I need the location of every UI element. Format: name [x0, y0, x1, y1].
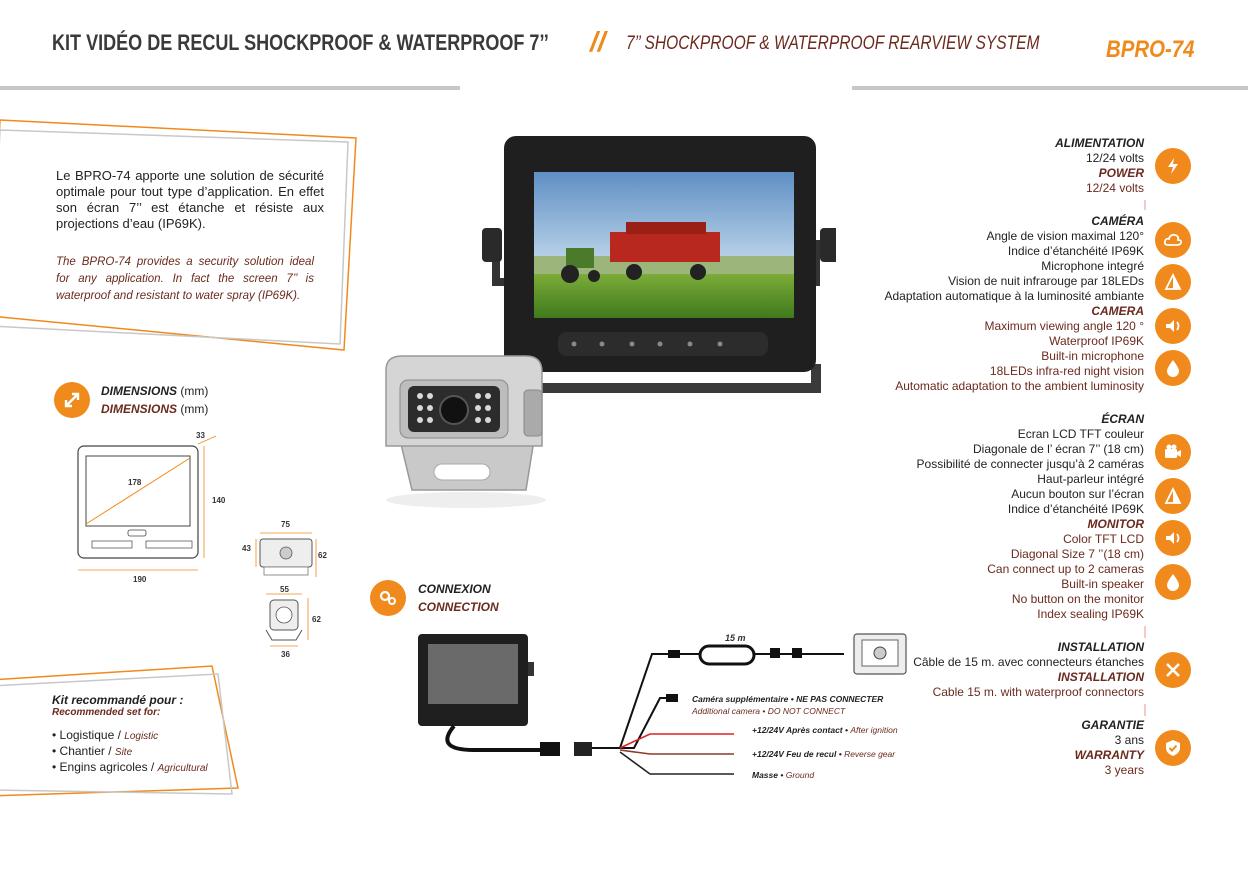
- spec-divider: [1144, 704, 1146, 716]
- dim-camera-side-depth: 36: [281, 650, 290, 659]
- drop-icon: [1155, 564, 1191, 600]
- page-title-en: 7’’ SHOCKPROOF & WATERPROOF REARVIEW SYS…: [626, 33, 1040, 54]
- spec-power-heading-en: POWER: [1098, 166, 1144, 180]
- header-rule-right: [852, 86, 1248, 90]
- dim-camera-side-height: 62: [312, 615, 321, 624]
- tools-icon: [1155, 652, 1191, 688]
- lightning-icon: [1155, 148, 1191, 184]
- monitor-product-image: [482, 136, 836, 393]
- monitor-dimension-drawing: [77, 435, 217, 571]
- spec-camera-heading-en: CAMERA: [1091, 304, 1144, 318]
- intro-text-en: The BPRO-74 provides a security solution…: [56, 256, 314, 302]
- connection-diagram: [418, 633, 907, 775]
- dim-monitor-height: 140: [212, 496, 226, 505]
- spec-monitor: ÉCRAN Ecran LCD TFT couleur Diagonale de…: [916, 412, 1144, 621]
- dim-monitor-diagonal: 178: [128, 478, 142, 487]
- intro-frame: [0, 119, 357, 351]
- dim-monitor-depth: 33: [196, 431, 205, 440]
- spec-monitor-heading-fr: ÉCRAN: [1101, 412, 1144, 426]
- intro-text-fr: Le BPRO-74 apporte une solution de sécur…: [56, 168, 324, 231]
- wire-reverse-gear: +12/24V Feu de recul • Reverse gear: [752, 749, 896, 759]
- kit-title-fr: Kit recommandé pour :: [52, 693, 184, 707]
- spec-warranty: GARANTIE 3 ans WARRANTY 3 years: [1074, 718, 1144, 777]
- dimensions-title-en: DIMENSIONS: [101, 402, 178, 416]
- spec-camera-heading-fr: CAMÉRA: [1091, 214, 1144, 228]
- dimensions-unit-en: (mm): [180, 402, 209, 416]
- dimensions-title-fr: DIMENSIONS: [101, 384, 178, 398]
- dim-camera-side-width: 55: [280, 585, 289, 594]
- brightness-icon: [1155, 264, 1191, 300]
- brightness-icon: [1155, 478, 1191, 514]
- connexion-title-fr: CONNEXION: [418, 582, 491, 596]
- dimensions-unit: (mm): [180, 384, 209, 398]
- spec-warranty-heading-fr: GARANTIE: [1081, 718, 1144, 732]
- kit-item: • Logistique / Logistic: [52, 728, 159, 742]
- camera-side-drawing: [265, 593, 309, 647]
- model-code: BPRO-74: [1106, 36, 1195, 63]
- kit-item: • Chantier / Site: [52, 744, 133, 758]
- wire-additional-camera-fr: Caméra supplémentaire • NE PAS CONNECTER: [692, 694, 884, 704]
- wire-ground: Masse • Ground: [752, 770, 815, 780]
- speaker-icon: [1155, 520, 1191, 556]
- dim-camera-height: 62: [318, 551, 327, 560]
- kit-frame: [0, 665, 239, 797]
- cable-length: 15 m: [725, 633, 746, 643]
- dim-monitor-width: 190: [133, 575, 147, 584]
- gears-icon: [370, 580, 406, 616]
- dim-camera-width: 75: [281, 520, 290, 529]
- resize-icon: [54, 382, 90, 418]
- drop-icon: [1155, 350, 1191, 386]
- spec-power-heading-fr: ALIMENTATION: [1055, 136, 1144, 150]
- header-rule-left: [0, 86, 460, 90]
- shield-check-icon: [1155, 730, 1191, 766]
- page-title-fr: KIT VIDÉO DE RECUL SHOCKPROOF & WATERPRO…: [52, 30, 549, 55]
- spec-install-heading-fr: INSTALLATION: [1057, 640, 1144, 654]
- camera-icon: [1155, 434, 1191, 470]
- spec-install-heading-en: INSTALLATION: [1057, 670, 1144, 684]
- camera-product-image: [385, 355, 546, 508]
- spec-divider: [1144, 200, 1146, 210]
- wire-after-ignition: +12/24V Après contact • After ignition: [752, 725, 898, 735]
- kit-item: • Engins agricoles / Agricultural: [52, 760, 208, 774]
- connexion-title-en: CONNECTION: [418, 600, 499, 614]
- speaker-icon: [1155, 308, 1191, 344]
- title-separator: //: [590, 26, 606, 57]
- dim-camera-left: 43: [242, 544, 251, 553]
- spec-monitor-heading-en: MONITOR: [1087, 517, 1144, 531]
- spec-warranty-heading-en: WARRANTY: [1074, 748, 1144, 762]
- cloud-icon: [1155, 222, 1191, 258]
- spec-camera: CAMÉRA Angle de vision maximal 120° Indi…: [884, 214, 1145, 393]
- camera-front-drawing: [255, 532, 317, 577]
- kit-title-en: Recommended set for:: [52, 707, 161, 718]
- spec-divider: [1144, 626, 1146, 638]
- wire-additional-camera-en: Additional camera • DO NOT CONNECT: [692, 706, 846, 716]
- kit-block: Kit recommandé pour : Recommended set fo…: [52, 693, 208, 776]
- spec-power: ALIMENTATION 12/24 volts POWER 12/24 vol…: [1055, 136, 1144, 195]
- spec-installation: INSTALLATION Câble de 15 m. avec connect…: [913, 640, 1144, 699]
